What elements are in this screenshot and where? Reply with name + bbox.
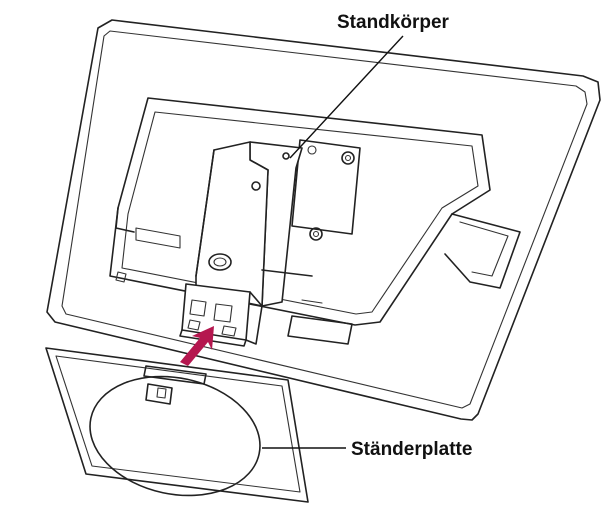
side-bracket <box>444 213 521 289</box>
hinge-plate <box>291 139 361 241</box>
stand-base-plate <box>45 347 309 503</box>
housing-details <box>115 271 353 345</box>
stand-body-leader <box>289 35 404 159</box>
stand-body <box>195 141 313 307</box>
stand-body-label: Standkörper <box>337 12 450 33</box>
rear-housing <box>109 97 491 326</box>
stand-plate-label: Ständerplatte <box>351 439 472 460</box>
insertion-arrow-icon <box>180 326 214 366</box>
